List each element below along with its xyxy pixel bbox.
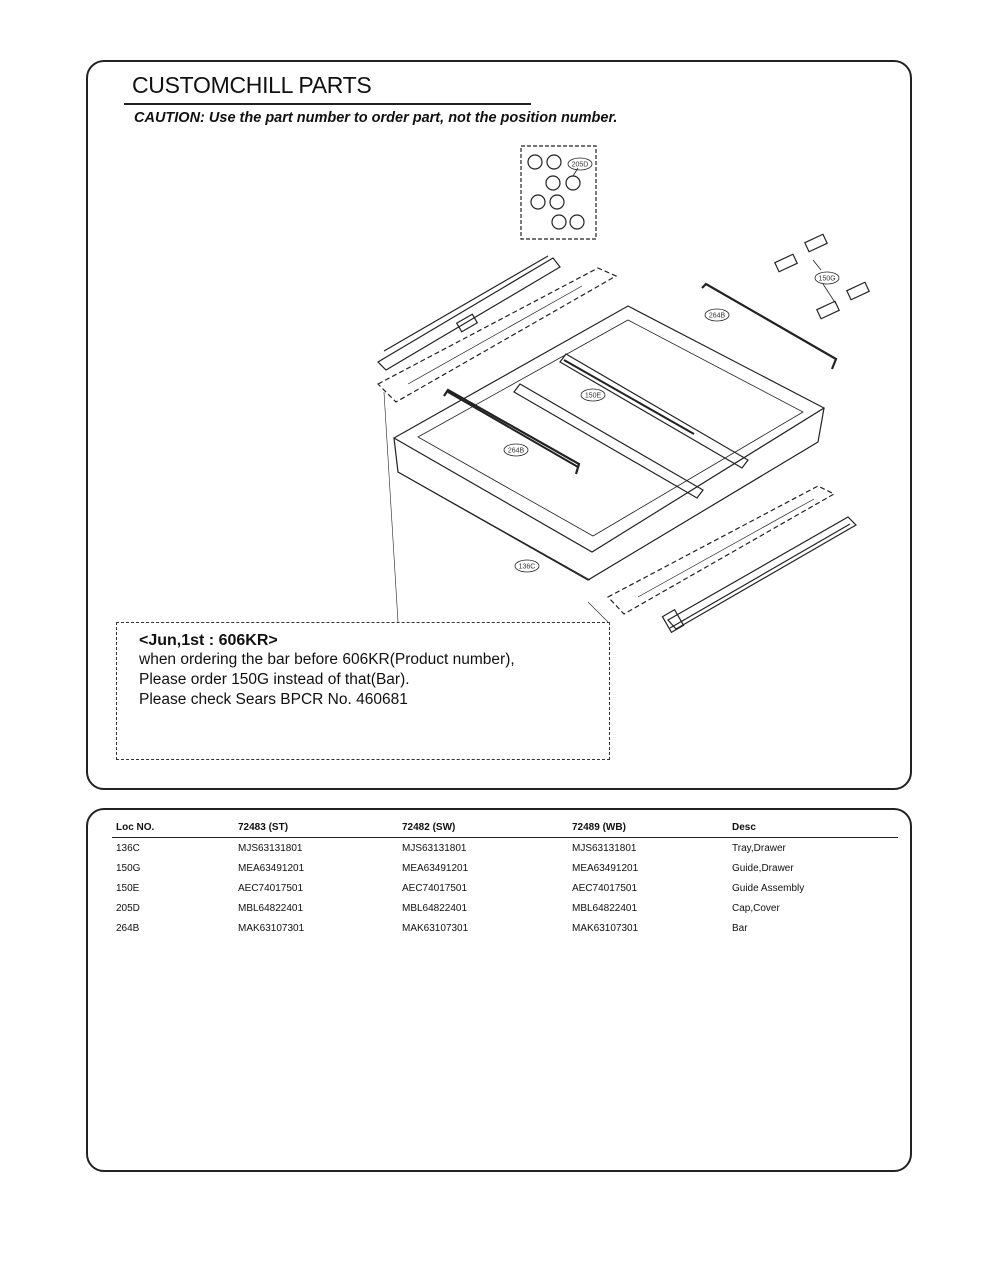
cell-sw: AEC74017501 [402,882,468,894]
callout-label: 264B [508,448,525,455]
note-line: when ordering the bar before 606KR(Produ… [139,651,515,668]
cell-loc: 205D [116,902,140,914]
cell-sw: MEA63491201 [402,862,469,874]
note-line: Please check Sears BPCR No. 460681 [139,691,408,708]
callout-264b-top [704,308,730,322]
cell-wb: MJS63131801 [572,842,637,854]
cell-wb: MEA63491201 [572,862,639,874]
drawer-guide-clips [774,233,870,320]
callout-label: 150G [818,276,835,283]
header-72483-st: 72483 (ST) [234,822,398,838]
header-72489-wb: 72489 (WB) [568,822,728,838]
exploded-view-diagram: 205D 150G 264B 150E 264B 136C [377,145,870,634]
callout-136c [514,559,540,573]
left-rail [377,255,561,371]
ordering-note: <Jun,1st : 606KR> when ordering the bar … [116,622,610,760]
cell-st: AEC74017501 [238,882,304,894]
title-underline [124,103,531,105]
cell-loc: 150G [116,862,141,874]
table-row: 264B MAK63107301 MAK63107301 MAK63107301… [112,918,898,938]
table-row: 150E AEC74017501 AEC74017501 AEC74017501… [112,878,898,898]
callout-label: 205D [572,162,589,169]
parts-table: Loc NO. 72483 (ST) 72482 (SW) 72489 (WB)… [112,822,898,938]
cell-loc: 264B [116,922,140,934]
diagram-panel: CUSTOMCHILL PARTS CAUTION: Use the part … [86,60,912,790]
guide-assembly [447,353,749,499]
parts-table-panel: Loc NO. 72483 (ST) 72482 (SW) 72489 (WB)… [86,808,912,1172]
cell-desc: Guide,Drawer [732,862,794,874]
right-rail [661,516,857,634]
page-title: CUSTOMCHILL PARTS [132,72,372,98]
cell-st: MBL64822401 [238,902,304,914]
table-header-row: Loc NO. 72483 (ST) 72482 (SW) 72489 (WB)… [112,822,898,838]
note-heading: <Jun,1st : 606KR> [139,632,278,649]
cell-desc: Tray,Drawer [732,842,786,854]
header-72482-sw: 72482 (SW) [398,822,568,838]
bar-top [701,282,838,370]
callout-264b-left [503,443,529,457]
callout-150g [814,271,840,285]
cell-sw: MBL64822401 [402,902,468,914]
cell-st: MEA63491201 [238,862,305,874]
header-desc: Desc [728,822,898,838]
cell-wb: AEC74017501 [572,882,638,894]
left-cover-plate [377,267,618,403]
cell-desc: Bar [732,922,748,934]
note-line: Please order 150G instead of that(Bar). [139,671,410,688]
cell-loc: 136C [116,842,140,854]
table-row: 136C MJS63131801 MJS63131801 MJS63131801… [112,838,898,859]
cell-wb: MBL64822401 [572,902,638,914]
callout-label: 264B [709,313,726,320]
cell-sw: MJS63131801 [402,842,467,854]
caution-text: CAUTION: Use the part number to order pa… [134,110,618,126]
callout-label: 150E [585,393,602,400]
table-row: 205D MBL64822401 MBL64822401 MBL64822401… [112,898,898,918]
cell-loc: 150E [116,882,140,894]
header-loc-no: Loc NO. [112,822,234,838]
right-cover-plate [607,485,836,615]
cell-sw: MAK63107301 [402,922,469,934]
cell-st: MJS63131801 [238,842,303,854]
tray-drawer [392,305,826,581]
callout-150e [580,388,606,402]
cap-cover-group-box [520,145,597,240]
table-row: 150G MEA63491201 MEA63491201 MEA63491201… [112,858,898,878]
cell-st: MAK63107301 [238,922,305,934]
callout-205d [567,157,593,171]
callout-label: 136C [519,564,536,571]
bar-left [443,388,581,475]
cell-desc: Cap,Cover [732,902,780,914]
cell-desc: Guide Assembly [732,882,805,894]
cell-wb: MAK63107301 [572,922,639,934]
